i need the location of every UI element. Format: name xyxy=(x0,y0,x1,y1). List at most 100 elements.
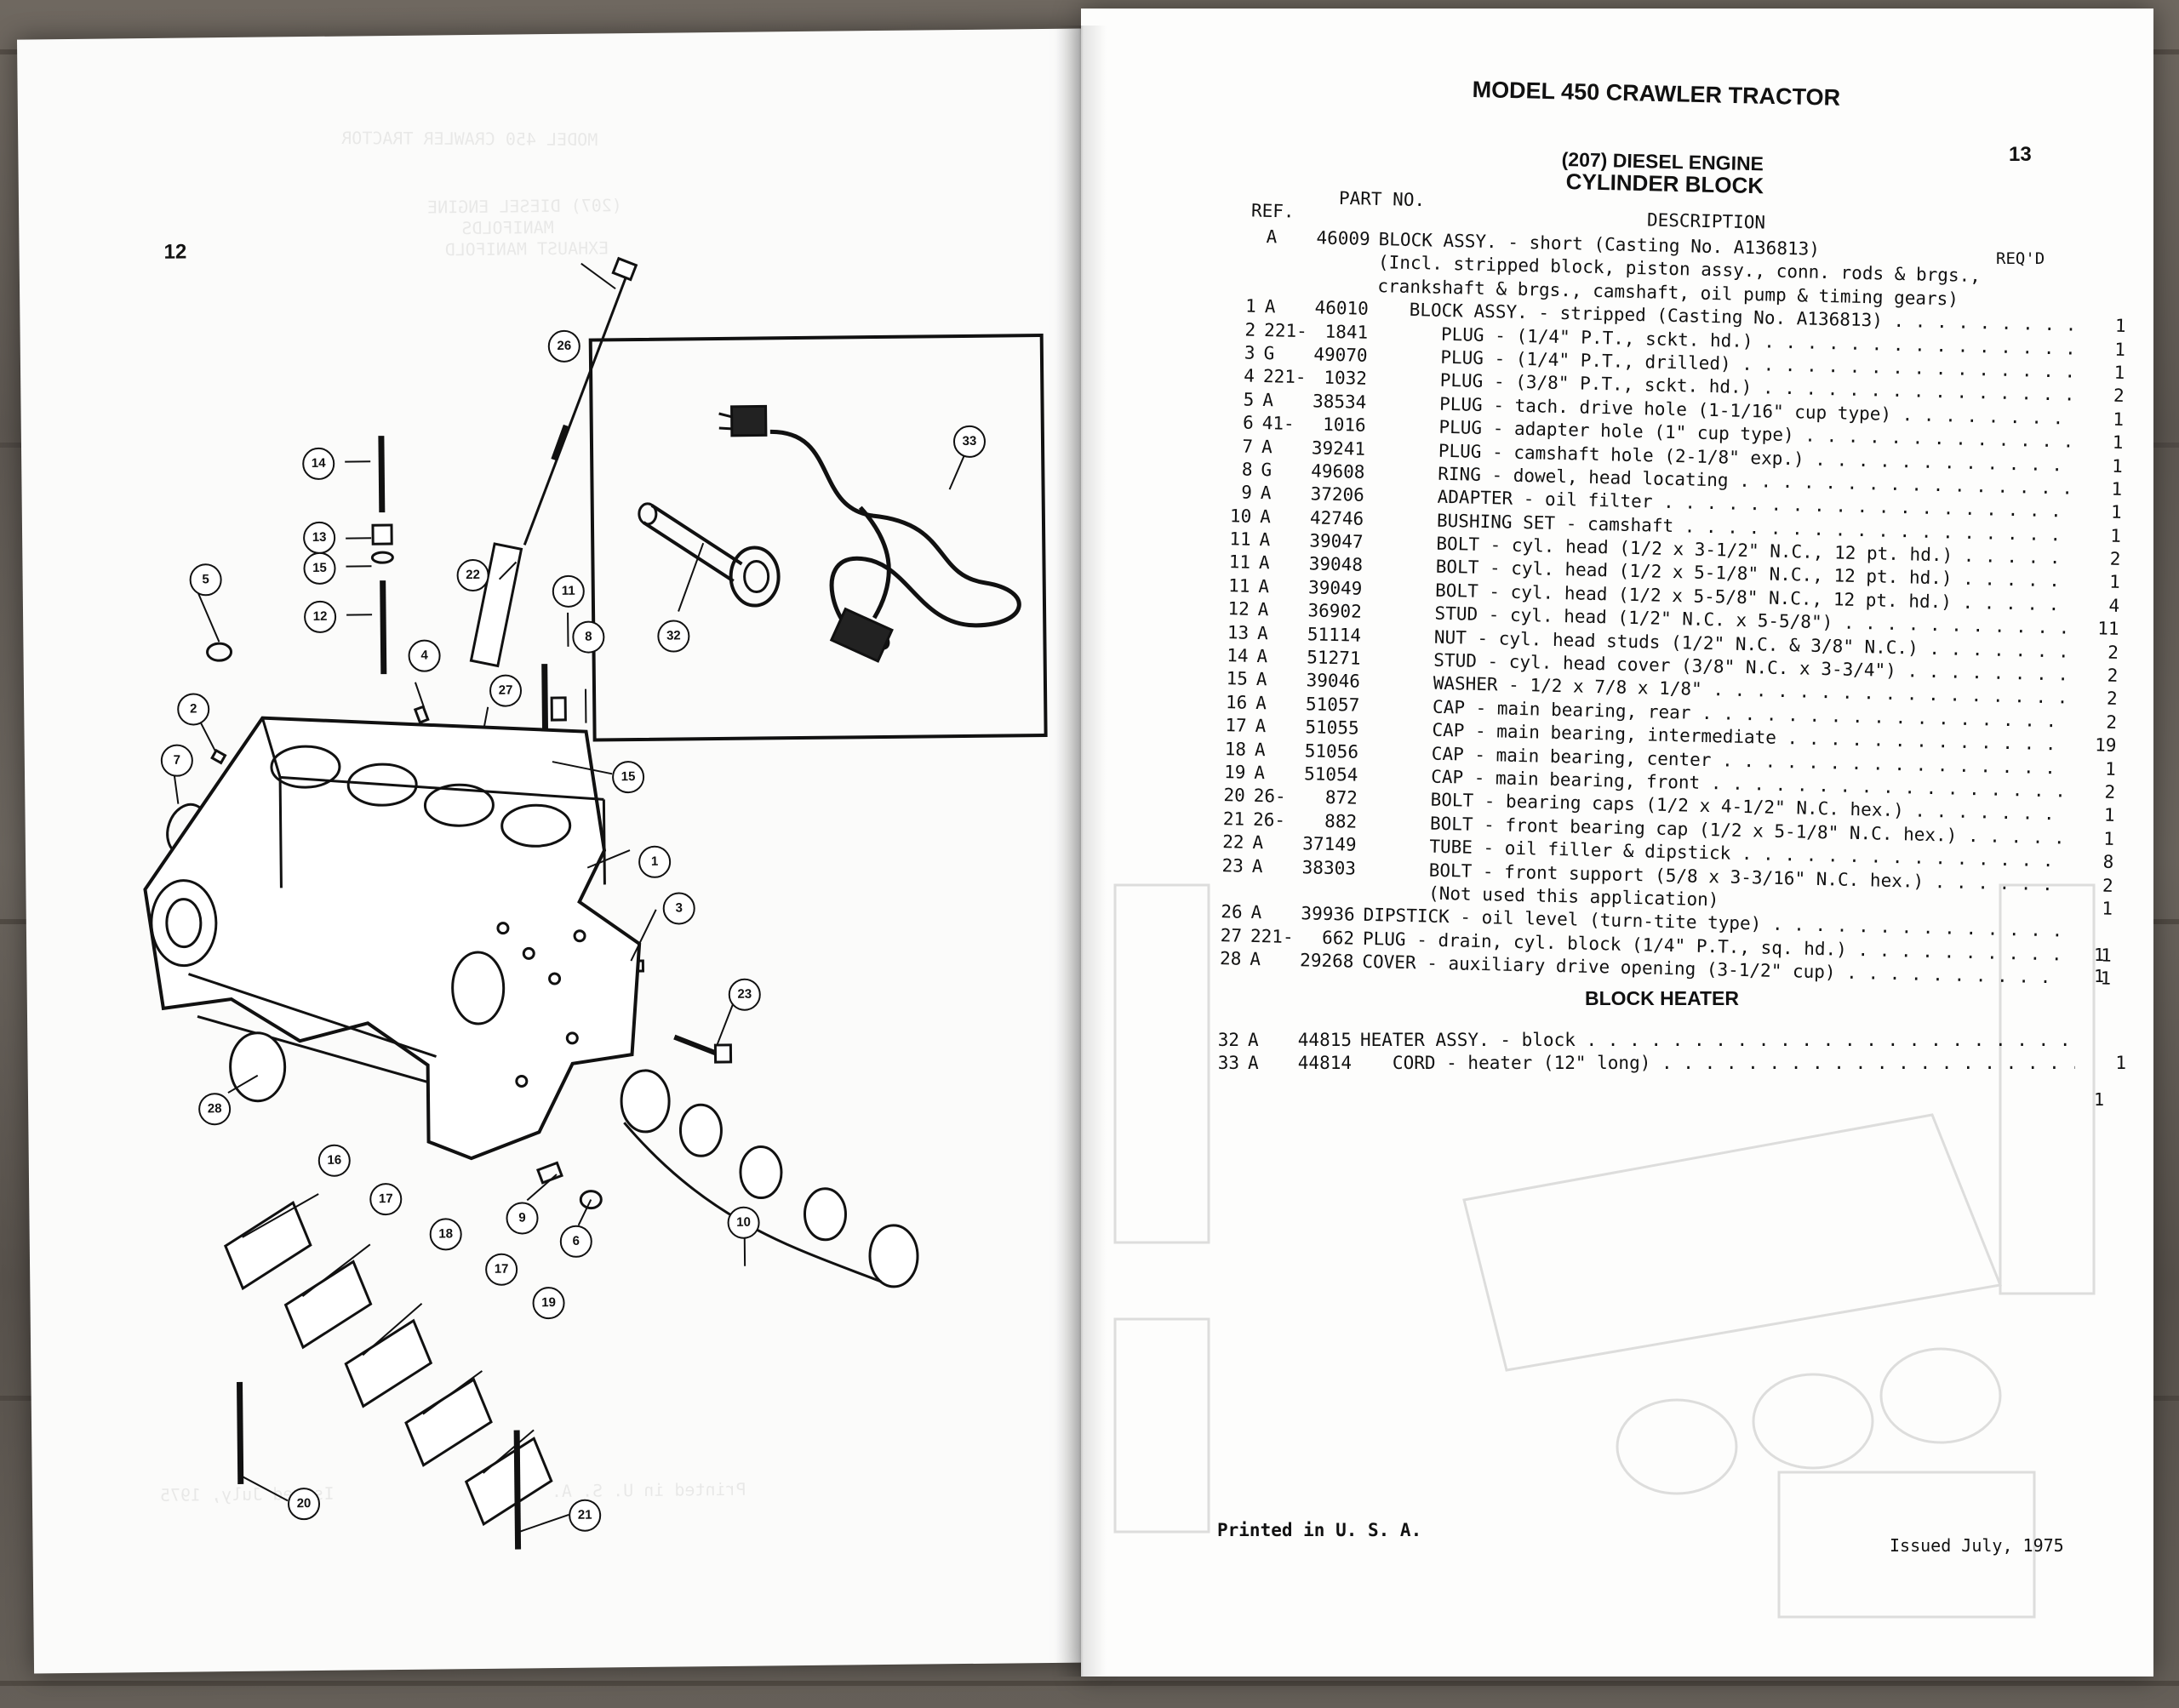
footer-printed: Printed in U. S. A. xyxy=(1217,1520,1422,1540)
heater-connector xyxy=(829,607,894,663)
ref-cell: 21 xyxy=(1222,808,1245,830)
part-prefix-cell: A xyxy=(1248,1053,1259,1074)
ref-cell: 14 xyxy=(1226,645,1249,666)
part-number-cell: 1032 xyxy=(1324,368,1368,390)
stud-12 xyxy=(380,580,387,675)
bearing-bolt-20 xyxy=(237,1381,244,1484)
column-ref-header: REF. xyxy=(1250,200,1295,222)
ref-cell: 22 xyxy=(1221,831,1244,853)
filler-tube xyxy=(469,542,523,668)
part-number-cell: 662 xyxy=(1321,927,1355,949)
callout-3: 3 xyxy=(662,892,695,925)
required-qty-cell: 2 xyxy=(2106,688,2118,710)
part-number-cell: 46010 xyxy=(1314,297,1370,320)
required-qty-cell: 1 xyxy=(2110,525,2122,546)
bolt-23 xyxy=(673,1034,718,1056)
callout-21: 21 xyxy=(568,1499,602,1532)
bleed-through-drawing xyxy=(1113,883,2096,1619)
footer-issued: Issued July, 1975 xyxy=(1890,1535,2064,1556)
required-qty-cell: 1 xyxy=(2100,945,2113,966)
callout-16: 16 xyxy=(317,1144,351,1177)
required-qty-cell: 1 xyxy=(2100,968,2112,989)
callout-22: 22 xyxy=(456,558,489,592)
required-qty-cell: 1 xyxy=(2111,478,2123,500)
callout-26: 26 xyxy=(547,329,580,363)
ref-cell: 11 xyxy=(1227,575,1250,597)
required-qty-cell: 1 xyxy=(2110,501,2122,523)
part-number-cell: 51054 xyxy=(1303,763,1358,785)
callout-8: 8 xyxy=(572,620,605,654)
callout-9: 9 xyxy=(506,1202,539,1235)
required-qty-cell: 2 xyxy=(2104,781,2116,803)
required-qty-cell: 2 xyxy=(2107,665,2119,686)
ref-cell xyxy=(1225,272,1257,273)
part-number-cell: 44815 xyxy=(1297,1030,1352,1050)
part-number-cell: 49608 xyxy=(1310,460,1365,483)
callout-20: 20 xyxy=(287,1487,321,1521)
callout-28: 28 xyxy=(197,1093,232,1126)
part-number-cell: 51271 xyxy=(1307,647,1361,669)
required-qty-cell: 1 xyxy=(2115,1053,2126,1074)
required-qty-cell: 1 xyxy=(2113,408,2125,430)
column-reqd-header: REQ'D xyxy=(1996,249,2045,268)
required-qty-cell: 1 xyxy=(2102,828,2115,849)
required-qty-cell: 8 xyxy=(2102,851,2114,873)
camshaft-bushings xyxy=(620,1069,919,1288)
ref-cell: 12 xyxy=(1227,598,1250,620)
required-qty-cell xyxy=(2085,245,2128,246)
callout-15: 15 xyxy=(303,551,336,586)
column-partno-header: PART NO. xyxy=(1338,187,1426,211)
callout-17: 17 xyxy=(369,1182,403,1216)
callout-23: 23 xyxy=(728,978,761,1011)
required-qty-cell: 1 xyxy=(2103,804,2115,826)
right-page-number: 13 xyxy=(2009,143,2032,166)
callout-15b: 15 xyxy=(611,760,645,794)
stud-14 xyxy=(378,436,386,513)
part-number-cell: 44814 xyxy=(1297,1053,1352,1074)
part-number-cell: 46009 xyxy=(1316,227,1370,249)
required-qty-cell: 1 xyxy=(2111,455,2124,477)
part-number-cell: 39046 xyxy=(1306,670,1361,693)
required-qty-cell: 2 xyxy=(2109,548,2121,570)
required-qty-cell xyxy=(2084,292,2126,293)
required-qty-cell: 4 xyxy=(2108,595,2120,616)
callout-19: 19 xyxy=(532,1286,565,1320)
callout-6: 6 xyxy=(559,1225,593,1258)
part-number-cell: 37149 xyxy=(1302,833,1357,855)
part-number-cell: 39048 xyxy=(1308,553,1364,576)
callout-5: 5 xyxy=(189,563,222,597)
callout-18: 18 xyxy=(429,1218,462,1251)
part-number-cell: 39047 xyxy=(1309,530,1364,552)
callout-1: 1 xyxy=(638,845,672,879)
callout-11: 11 xyxy=(552,574,586,608)
part-number-cell: 1841 xyxy=(1324,321,1369,343)
heater-plug xyxy=(730,404,768,437)
part-number-cell: 37206 xyxy=(1310,483,1365,506)
ref-cell: 11 xyxy=(1228,551,1251,574)
ref-cell: 32 xyxy=(1217,1030,1239,1050)
callout-17b: 17 xyxy=(484,1253,518,1286)
ref-cell: 1 xyxy=(1244,295,1257,317)
ref-cell: 7 xyxy=(1242,436,1254,457)
ref-cell: 5 xyxy=(1243,389,1255,410)
section-subtitle: CYLINDER BLOCK xyxy=(1565,169,1764,199)
required-qty-cell: 1 xyxy=(2108,572,2121,593)
required-qty-cell: 11 xyxy=(2096,618,2119,640)
ref-cell: 4 xyxy=(1244,365,1255,387)
part-number-cell: 42746 xyxy=(1309,507,1364,529)
required-qty-cell xyxy=(2085,268,2127,269)
ref-cell: 23 xyxy=(1221,854,1244,877)
ref-cell: 16 xyxy=(1225,691,1248,713)
required-qty-cell: 2 xyxy=(2102,875,2113,896)
part-number-cell: 51114 xyxy=(1307,623,1362,646)
part-number-cell: 1016 xyxy=(1322,414,1366,436)
callout-14: 14 xyxy=(302,447,335,481)
ref-cell: 20 xyxy=(1223,785,1246,807)
trailing-req-2: 1 xyxy=(2094,966,2105,986)
ref-cell: 19 xyxy=(1223,762,1246,783)
part-prefix-cell: A xyxy=(1248,1030,1259,1050)
required-qty-cell: 1 xyxy=(2112,431,2124,454)
heater-cord xyxy=(769,429,1021,650)
